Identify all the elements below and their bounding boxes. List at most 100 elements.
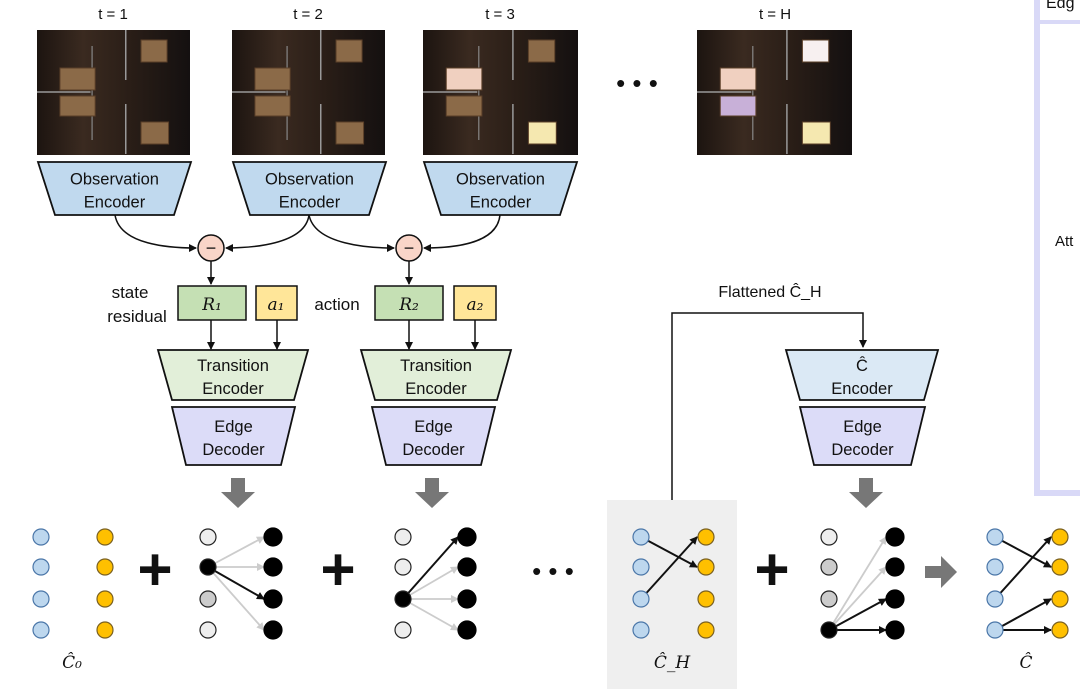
- graph-edge: [207, 566, 265, 600]
- graph-edge: [207, 566, 265, 631]
- graph-node-right: [96, 590, 114, 608]
- graph-edge: [640, 536, 698, 568]
- edge-decoder-2-label: Edge: [414, 418, 453, 436]
- timestep-label-3: t = 3: [485, 6, 515, 23]
- graph-node-right: [457, 589, 477, 609]
- graph-edge: [828, 536, 887, 631]
- graph-edge: [402, 566, 459, 600]
- timestep-label-2: t = 2: [293, 6, 323, 23]
- graph-ch: [632, 528, 715, 639]
- ch-highlight: [607, 500, 737, 689]
- graph-node-left: [986, 590, 1004, 608]
- svg-text:−: −: [206, 238, 217, 258]
- observation-encoder-1-label: Observation: [70, 171, 159, 189]
- timestep-label-1: t = 1: [98, 6, 128, 23]
- graph-node-left: [32, 621, 50, 639]
- graph-node-right: [263, 557, 283, 577]
- graph-node-left: [632, 621, 650, 639]
- edge-decoder-detail-panel: [1034, 0, 1080, 496]
- graph-node-left: [32, 558, 50, 576]
- action-label: action: [314, 295, 359, 314]
- c-label: Ĉ: [1019, 652, 1032, 673]
- action-1-label: a₁: [268, 295, 285, 315]
- graph-node-right: [697, 558, 715, 576]
- graph-step2: [394, 527, 477, 640]
- graph-c: [986, 528, 1069, 639]
- graph-ellipsis: • • •: [532, 556, 574, 586]
- observation-image-4: [697, 30, 852, 155]
- graph-node-right: [457, 620, 477, 640]
- graph-node-right: [697, 528, 715, 546]
- flattened-label: Flattened Ĉ_H: [718, 282, 821, 301]
- action-2-label: a₂: [467, 295, 484, 315]
- graph-node-left: [32, 528, 50, 546]
- graph-node-left: [199, 558, 217, 576]
- observation-encoder-2-label: Encoder: [279, 194, 341, 212]
- graph-c0: [32, 528, 114, 639]
- graph-node-right: [96, 558, 114, 576]
- graph-node-right: [697, 590, 715, 608]
- observation-encoder-2-label: Observation: [265, 171, 354, 189]
- graph-stepH: [820, 527, 905, 640]
- graph-node-left: [394, 558, 412, 576]
- graph-node-left: [394, 528, 412, 546]
- graph-node-right: [885, 620, 905, 640]
- graph-node-left: [199, 590, 217, 608]
- transition-encoder-2-label: Transition: [400, 357, 472, 375]
- residual-2-label: R₂: [398, 295, 419, 315]
- observation-encoder-3-label: Encoder: [470, 194, 532, 212]
- graph-node-right: [885, 589, 905, 609]
- graph-node-left: [199, 621, 217, 639]
- ch-label: Ĉ_H: [654, 652, 692, 673]
- graph-node-right: [885, 557, 905, 577]
- graph-node-right: [96, 621, 114, 639]
- graph-node-right: [697, 621, 715, 639]
- graph-edge: [828, 566, 887, 631]
- graph-node-right: [1051, 558, 1069, 576]
- transition-encoder-2-label: Encoder: [405, 380, 467, 398]
- state-label: state: [112, 283, 149, 302]
- subtract-node-1: −: [197, 234, 225, 262]
- observation-encoder-3-label: Observation: [456, 171, 545, 189]
- svg-text:−: −: [404, 238, 415, 258]
- graph-node-right: [1051, 621, 1069, 639]
- action-box-2: [453, 285, 497, 321]
- plus-sign-3: +: [754, 536, 789, 603]
- graph-node-left: [820, 590, 838, 608]
- graph-edge: [402, 536, 459, 600]
- graph-edge: [640, 536, 698, 600]
- transition-encoder-1-label: Transition: [197, 357, 269, 375]
- graph-edge: [828, 598, 887, 631]
- graph-node-right: [1051, 528, 1069, 546]
- edge-decoder-2-label: Decoder: [402, 441, 465, 459]
- graph-edge: [994, 536, 1052, 568]
- graph-node-left: [632, 528, 650, 546]
- graph-node-left: [820, 558, 838, 576]
- graph-node-left: [632, 558, 650, 576]
- residual-label: residual: [107, 307, 167, 326]
- plus-sign-2: +: [320, 536, 355, 603]
- graph-node-left: [820, 528, 838, 546]
- residual-box-2: [374, 285, 444, 321]
- timestep-ellipsis: • • •: [616, 68, 658, 98]
- graph-node-right: [457, 557, 477, 577]
- graph-node-left: [986, 558, 1004, 576]
- subtract-node-2: −: [395, 234, 423, 262]
- graph-node-left: [199, 528, 217, 546]
- graph-edge: [402, 598, 459, 631]
- c0-label: Ĉ₀: [62, 652, 82, 673]
- edge-decoder-1-label: Decoder: [202, 441, 265, 459]
- chat-encoder-label: Ĉ: [856, 356, 868, 375]
- edge-decoder-1-label: Edge: [214, 418, 253, 436]
- graph-node-left: [32, 590, 50, 608]
- panel-title: Edg: [1046, 0, 1074, 12]
- graph-node-left: [394, 621, 412, 639]
